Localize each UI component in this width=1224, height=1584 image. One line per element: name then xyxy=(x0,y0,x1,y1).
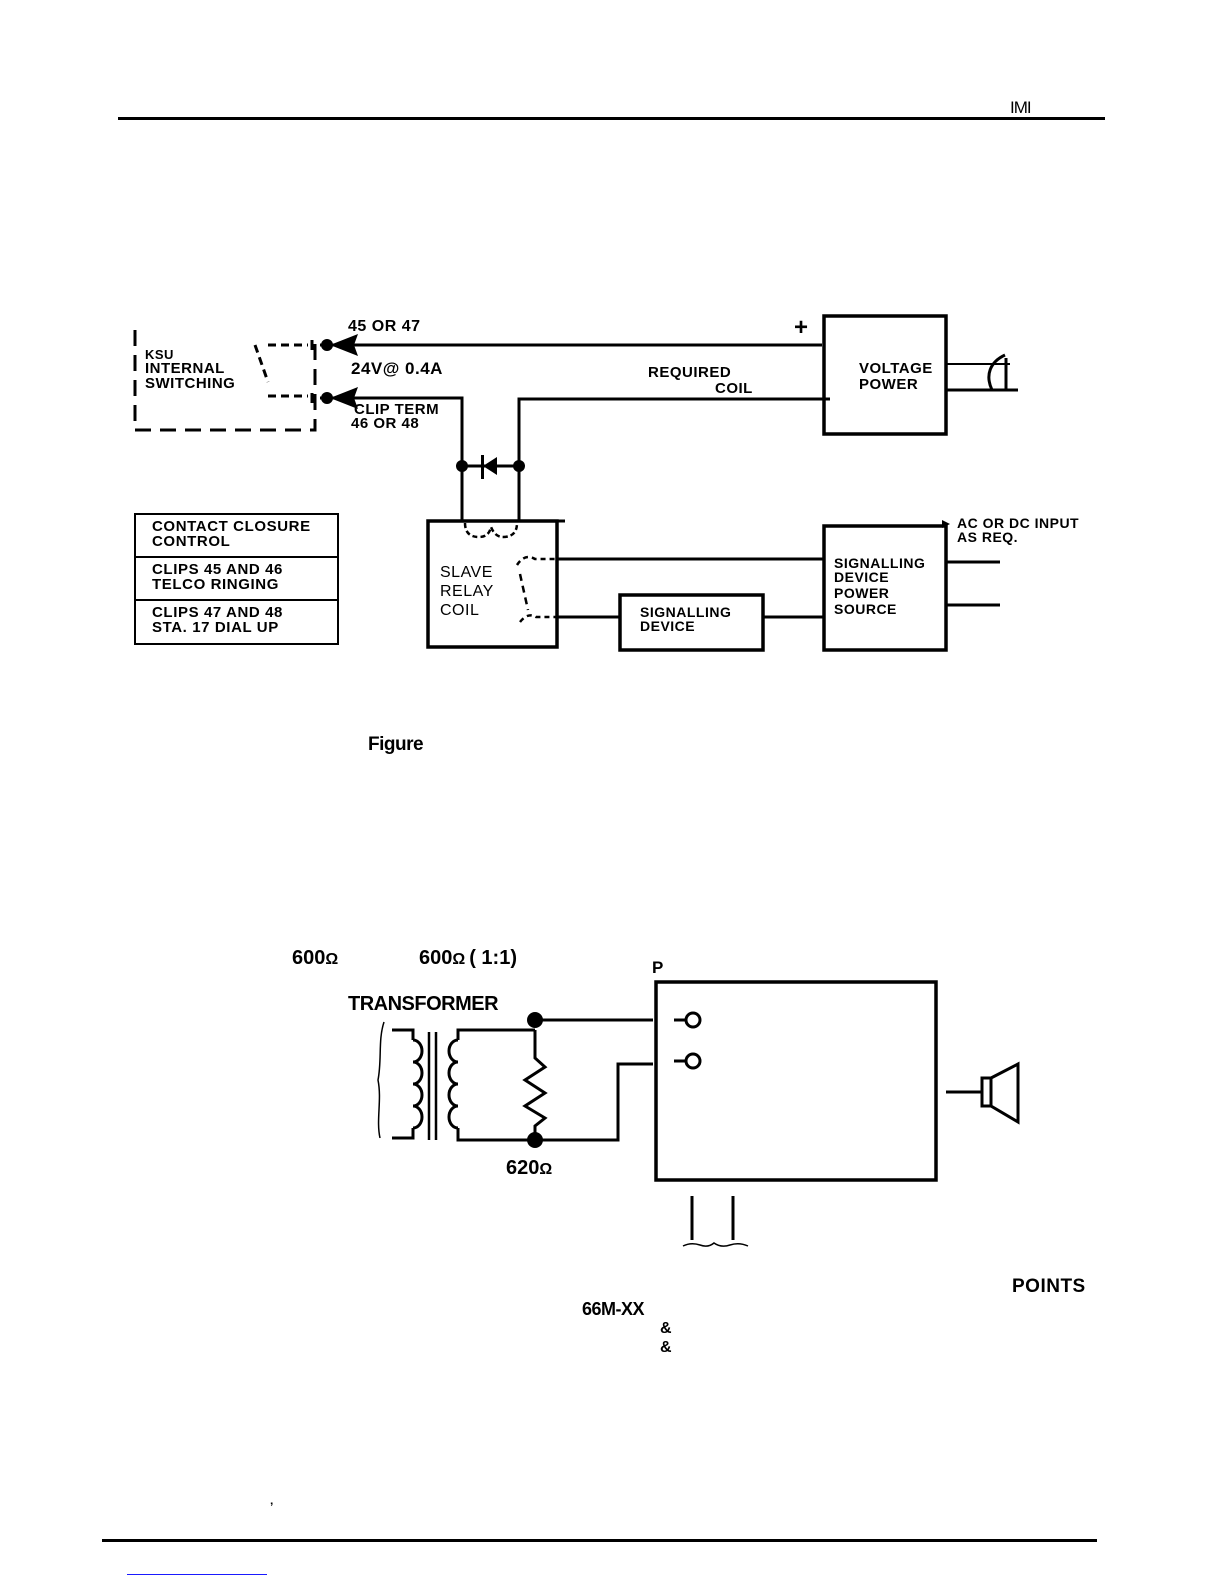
ac-dc-input-label: AC OR DC INPUT xyxy=(957,515,1080,531)
power-source-box xyxy=(822,524,948,652)
ohm-icon: Ω xyxy=(452,951,466,968)
clip-bottom-label-1: CLIP TERM xyxy=(354,401,440,418)
slave-label: SLAVE xyxy=(440,564,493,581)
diode-icon xyxy=(483,457,497,475)
wire-clip-46 xyxy=(320,396,464,520)
ohm-icon: Ω xyxy=(325,951,339,968)
voltage-label: VOLTAGE xyxy=(859,360,933,377)
signalling-device-box xyxy=(618,593,765,652)
terminal-46 xyxy=(321,392,333,404)
impedance-primary: 600Ω xyxy=(292,948,338,970)
coil-sub-label: COIL xyxy=(440,602,480,619)
power-source-label-2: DEVICE xyxy=(834,569,890,585)
points-label: POINTS xyxy=(1012,1276,1086,1297)
legend-box: CONTACT CLOSURE CONTROL CLIPS 45 AND 46 … xyxy=(134,513,339,645)
block-label: 66M-XX xyxy=(582,1299,645,1319)
header-rule xyxy=(118,117,1105,120)
header-mark: IMI xyxy=(1010,98,1032,117)
impedance-secondary-value: 600 xyxy=(419,947,453,969)
impedance-secondary: 600Ω( 1:1) xyxy=(419,948,517,970)
clip-bottom-label-2: 46 OR 48 xyxy=(351,415,420,432)
ksu-label-3: SWITCHING xyxy=(145,375,236,392)
power-label: POWER xyxy=(859,376,919,393)
slave-relay-box xyxy=(426,519,559,649)
ohm-icon: Ω xyxy=(539,1161,553,1178)
power-source-label-3: POWER xyxy=(834,585,890,601)
relay-label: RELAY xyxy=(440,583,494,600)
resistor-value: 620Ω xyxy=(506,1158,552,1180)
secondary-coil xyxy=(447,1038,459,1130)
resistor-value-text: 620 xyxy=(506,1157,540,1179)
legend-row-clips-45-46: CLIPS 45 AND 46 TELCO RINGING xyxy=(136,558,337,601)
ampersand-1: & xyxy=(660,1320,673,1337)
transformer-label: TRANSFORMER xyxy=(348,993,499,1015)
plug-icon xyxy=(987,353,1008,391)
clip-top-label: 45 OR 47 xyxy=(348,318,421,335)
signalling-device-label-2: DEVICE xyxy=(640,618,696,634)
required-label: REQUIRED xyxy=(648,364,732,381)
ksu-label-2: INTERNAL xyxy=(145,360,225,377)
junction-bottom xyxy=(527,1132,543,1148)
ratio-label: ( 1:1) xyxy=(469,947,517,969)
as-req-label: AS REQ. xyxy=(957,529,1019,545)
ampersand-2: & xyxy=(660,1339,673,1356)
input-terminal-1 xyxy=(684,1011,702,1029)
legend-row-clips-47-48: CLIPS 47 AND 48 STA. 17 DIAL UP xyxy=(152,604,283,636)
resistor xyxy=(522,1030,548,1140)
footer-link[interactable] xyxy=(127,1574,267,1575)
signalling-device-label-1: SIGNALLING xyxy=(640,604,732,620)
bottom-brace xyxy=(682,1242,749,1247)
power-source-label-4: SOURCE xyxy=(834,601,897,617)
legend-row-contact-closure: CONTACT CLOSURE CONTROL xyxy=(136,515,337,558)
impedance-primary-value: 600 xyxy=(292,947,326,969)
coil-label: COIL xyxy=(715,380,753,397)
footer-mark: ’ xyxy=(270,1500,274,1514)
input-brace xyxy=(377,1021,385,1139)
plus-sign: + xyxy=(794,314,809,341)
internal-switch xyxy=(253,344,270,383)
amplifier-box xyxy=(654,980,938,1182)
figure-caption: Figure xyxy=(368,734,424,755)
voltage-power-box xyxy=(822,314,948,436)
primary-coil xyxy=(412,1038,424,1130)
terminal-45 xyxy=(321,339,333,351)
footer-rule xyxy=(102,1539,1097,1542)
ksu-dashed-box xyxy=(133,330,317,432)
power-source-label-1: SIGNALLING xyxy=(834,555,926,571)
ksu-label-1: KSU xyxy=(145,347,174,362)
junction-top xyxy=(527,1012,543,1028)
rating-label: 24V@ 0.4A xyxy=(351,359,443,378)
junction-left xyxy=(456,460,468,472)
wire-coil xyxy=(517,397,830,520)
junction-right xyxy=(513,460,525,472)
port-label: P xyxy=(652,958,664,977)
input-terminal-2 xyxy=(684,1052,702,1070)
